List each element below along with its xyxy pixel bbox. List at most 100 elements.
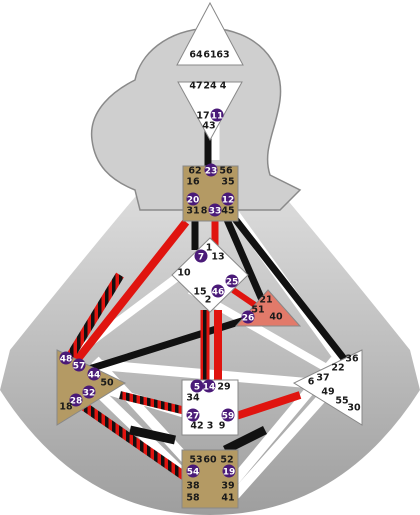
gate-4-label[interactable]: 4 (220, 81, 227, 92)
gate-58-label[interactable]: 58 (186, 493, 200, 504)
gate-30-label[interactable]: 30 (347, 403, 361, 414)
gate-33-activation-circle (208, 203, 222, 217)
gate-60-label[interactable]: 60 (203, 455, 217, 466)
gate-5-label[interactable]: 5 (194, 383, 200, 393)
gate-11-activation-circle (210, 108, 224, 122)
gate-49-label[interactable]: 49 (321, 387, 334, 398)
gate-40-label[interactable]: 40 (269, 312, 283, 323)
gate-2-label[interactable]: 2 (205, 295, 212, 306)
gate-38-label[interactable]: 38 (186, 481, 200, 492)
gate-8-label[interactable]: 8 (201, 206, 208, 217)
gate-11-label[interactable]: 11 (211, 112, 224, 122)
gate-32-label[interactable]: 32 (83, 389, 96, 399)
gate-31-label[interactable]: 31 (186, 206, 199, 217)
gate-45-label[interactable]: 45 (221, 206, 234, 217)
gate-16-label[interactable]: 16 (186, 177, 200, 188)
gate-57-label[interactable]: 57 (73, 362, 86, 372)
gate-6-label[interactable]: 6 (308, 377, 315, 388)
head-center (176, 1, 244, 66)
channel-9-52 (222, 425, 268, 455)
gate-43-label[interactable]: 43 (202, 121, 215, 132)
gate-35-label[interactable]: 35 (221, 177, 234, 188)
gate-20-activation-circle (186, 192, 200, 206)
gate-59-activation-circle (221, 408, 235, 422)
gate-21-label[interactable]: 21 (259, 295, 272, 306)
gate-17-label[interactable]: 17 (196, 111, 209, 122)
gate-28-activation-circle (69, 393, 83, 407)
gate-3-label[interactable]: 3 (207, 421, 214, 432)
gate-10-label[interactable]: 10 (177, 268, 191, 279)
root-center (181, 449, 239, 509)
gate-25-activation-circle (225, 274, 239, 288)
ajna-center (177, 81, 243, 142)
gate-15-label[interactable]: 15 (193, 287, 206, 298)
gate-36-label[interactable]: 36 (345, 354, 359, 365)
gate-46-label[interactable]: 46 (212, 288, 225, 298)
channel-12-22 (229, 212, 348, 363)
gate-62-label[interactable]: 62 (188, 166, 201, 177)
gate-64-label[interactable]: 64 (189, 50, 203, 61)
gate-44-label[interactable]: 44 (88, 371, 101, 381)
gate-23-activation-circle (204, 163, 218, 177)
gate-7-activation-circle (194, 249, 208, 263)
gate-25-label[interactable]: 25 (226, 278, 239, 288)
gate-18-label[interactable]: 18 (59, 402, 73, 413)
channel-25-51 (231, 287, 257, 308)
channel-18-58 (72, 396, 193, 484)
gate-14-activation-circle (202, 379, 216, 393)
gate-41-label[interactable]: 41 (221, 493, 234, 504)
channel-27-50 (119, 391, 191, 416)
gate-55-label[interactable]: 55 (335, 396, 348, 407)
g-center (171, 237, 249, 313)
solar-plexus-center (292, 349, 363, 426)
gate-44-activation-circle (87, 367, 101, 381)
gate-46-activation-circle (211, 284, 225, 298)
gate-29-label[interactable]: 29 (217, 382, 230, 393)
gate-48-activation-circle (59, 351, 73, 365)
gate-9-label[interactable]: 9 (219, 421, 226, 432)
gate-19-activation-circle (222, 464, 236, 478)
gate-53-label[interactable]: 53 (189, 455, 202, 466)
gate-26-activation-circle (241, 310, 255, 324)
channel-45-21 (221, 213, 266, 302)
gate-26-label[interactable]: 26 (242, 314, 255, 324)
gate-63-label[interactable]: 63 (216, 50, 229, 61)
gate-48-label[interactable]: 48 (60, 355, 73, 365)
gate-51-label[interactable]: 51 (251, 305, 264, 316)
gate-19-label[interactable]: 19 (223, 468, 236, 478)
gate-7-label[interactable]: 7 (198, 253, 204, 263)
gate-5-activation-circle (190, 379, 204, 393)
gate-24-label[interactable]: 24 (203, 81, 217, 92)
gate-47-label[interactable]: 47 (189, 81, 202, 92)
gate-32-activation-circle (82, 385, 96, 399)
gate-42-label[interactable]: 42 (190, 421, 203, 432)
gate-27-activation-circle (186, 408, 200, 422)
gate-27-label[interactable]: 27 (187, 412, 200, 422)
gate-56-label[interactable]: 56 (219, 166, 233, 177)
channel-59-6 (228, 391, 302, 422)
gate-33-label[interactable]: 33 (209, 207, 222, 217)
gate-52-label[interactable]: 52 (220, 455, 233, 466)
head-silhouette (90, 27, 302, 211)
gate-37-label[interactable]: 37 (316, 373, 329, 384)
gate-20-label[interactable]: 20 (187, 196, 200, 206)
gate-50-label[interactable]: 50 (100, 378, 114, 389)
gate-23-label[interactable]: 23 (205, 167, 218, 177)
gate-57-activation-circle (72, 358, 86, 372)
channel-20-57 (73, 219, 190, 363)
gate-59-label[interactable]: 59 (222, 412, 235, 422)
gate-28-label[interactable]: 28 (70, 397, 83, 407)
channel-16-48 (61, 272, 124, 368)
gate-34-label[interactable]: 34 (186, 393, 200, 404)
gate-14-label[interactable]: 14 (203, 383, 216, 393)
gate-1-label[interactable]: 1 (206, 243, 213, 254)
gate-39-label[interactable]: 39 (221, 481, 234, 492)
gate-54-label[interactable]: 54 (187, 468, 200, 478)
channel-42-53 (129, 425, 176, 445)
gate-22-label[interactable]: 22 (331, 363, 344, 374)
gate-13-label[interactable]: 13 (211, 252, 224, 263)
gate-12-label[interactable]: 12 (222, 196, 235, 206)
gate-61-label[interactable]: 61 (203, 50, 216, 61)
